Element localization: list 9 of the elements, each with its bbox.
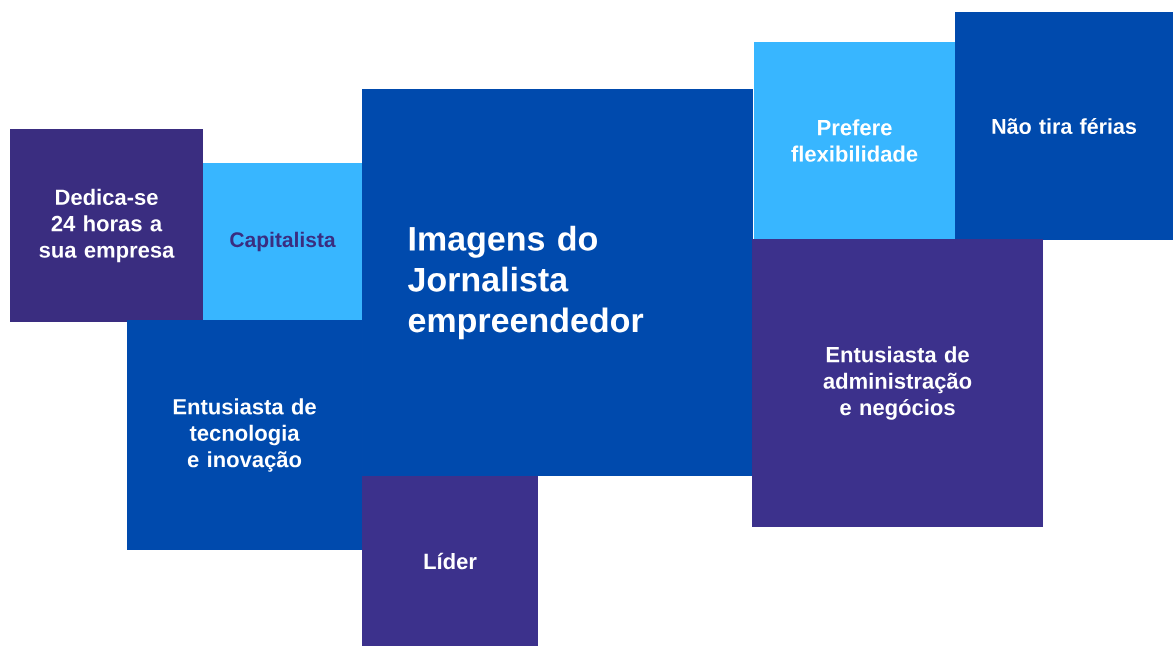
text-tile: Capitalista <box>203 163 362 320</box>
text-tile: Dedica-se 24 horas a sua empresa <box>10 129 203 322</box>
node-label: Entusiasta de tecnologia e inovação <box>173 398 316 472</box>
text-tile: Entusiasta de tecnologia e inovação <box>127 320 362 550</box>
text-tile: Líder <box>362 476 538 646</box>
title-tile: Imagens do Jornalista empreendedor <box>362 89 753 476</box>
text-tile: Não tira férias <box>955 12 1173 240</box>
text-tile: Entusiasta de administração e negócios <box>752 239 1043 527</box>
text-tile: Prefere flexibilidade <box>754 42 955 239</box>
